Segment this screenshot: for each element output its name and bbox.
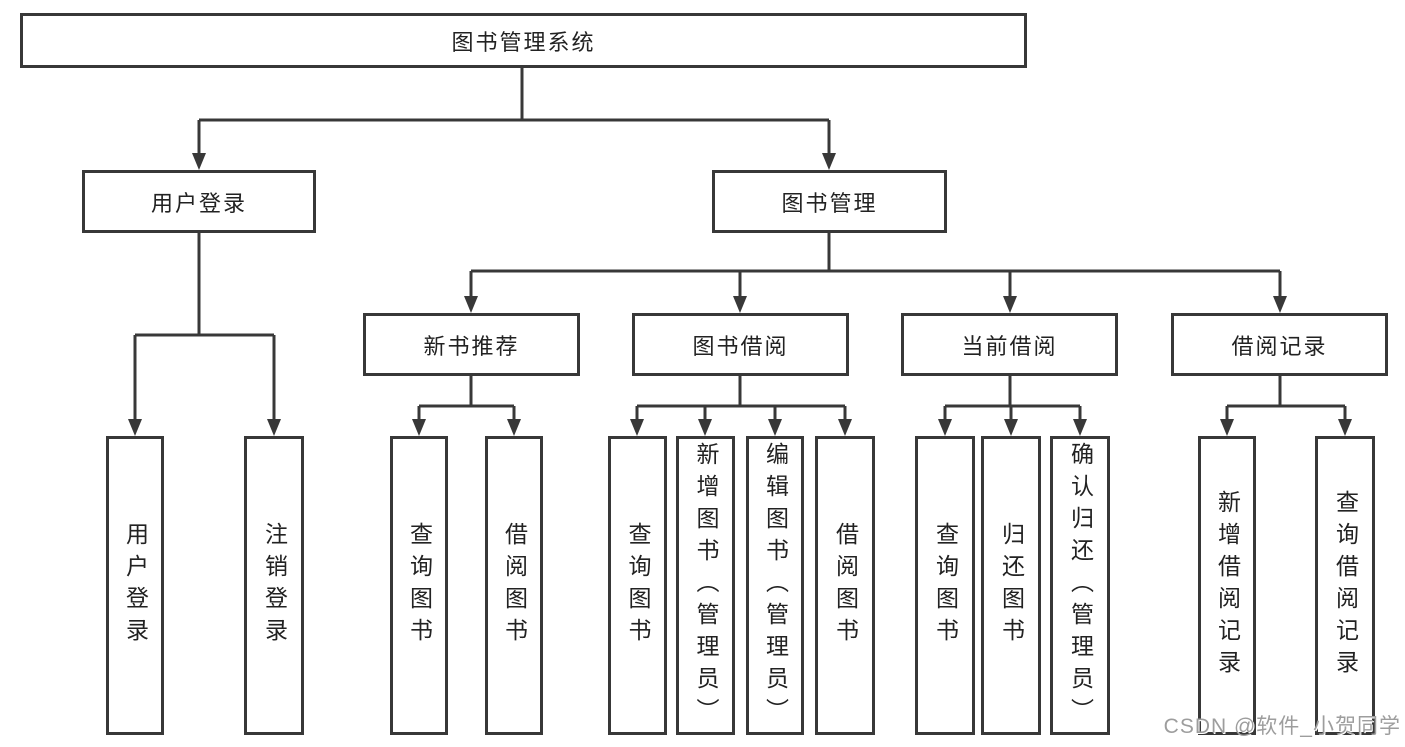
node-new-book-recommendation: 新书推荐 <box>363 313 580 376</box>
connector-records-to-leaves <box>1225 376 1347 428</box>
connector-mgmt-to-level2 <box>469 233 1282 305</box>
leaf-query-books: 查询图书 <box>608 436 667 735</box>
arrowhead <box>128 419 142 436</box>
csdn-watermark: CSDN @软件_小贺同学 <box>1163 715 1401 738</box>
arrowhead <box>267 419 281 436</box>
leaf-label: 查询图书 <box>932 521 959 650</box>
leaf-label: 注销登录 <box>261 521 288 650</box>
arrowhead <box>768 419 782 436</box>
node-current-borrowing: 当前借阅 <box>901 313 1118 376</box>
arrowhead <box>192 153 206 170</box>
arrowhead <box>938 419 952 436</box>
leaf-label: 编辑图书（管理员） <box>762 441 789 730</box>
leaf-add-borrow-record: 新增借阅记录 <box>1198 436 1256 735</box>
node-user-login: 用户登录 <box>82 170 316 233</box>
leaf-return-book: 归还图书 <box>981 436 1041 735</box>
leaf-label: 归还图书 <box>998 521 1025 650</box>
leaf-add-book-admin: 新增图书（管理员） <box>676 436 735 735</box>
arrowhead <box>1338 419 1352 436</box>
arrowhead <box>1273 296 1287 313</box>
leaf-label: 查询借阅记录 <box>1332 489 1359 682</box>
leaf-label: 借阅图书 <box>501 521 528 650</box>
node-book-management: 图书管理 <box>712 170 947 233</box>
leaf-query-borrow-record: 查询借阅记录 <box>1315 436 1375 735</box>
arrowhead <box>1004 419 1018 436</box>
arrowhead <box>838 419 852 436</box>
leaf-label: 新增图书（管理员） <box>693 441 719 730</box>
leaf-borrow-books: 借阅图书 <box>815 436 875 735</box>
leaf-borrow-books: 借阅图书 <box>485 436 543 735</box>
connector-borrowing-to-leaves <box>635 376 847 428</box>
arrowhead <box>1073 419 1087 436</box>
arrowhead <box>630 419 644 436</box>
leaf-edit-book-admin: 编辑图书（管理员） <box>746 436 804 735</box>
connector-root-to-level1 <box>197 68 831 162</box>
connector-login-to-leaves <box>133 233 276 428</box>
connector-newbook-to-leaves <box>417 376 516 428</box>
node-library-management-system: 图书管理系统 <box>20 13 1027 68</box>
leaf-confirm-return-admin: 确认归还（管理员） <box>1050 436 1110 735</box>
node-book-borrowing: 图书借阅 <box>632 313 849 376</box>
leaf-label: 确认归还（管理员） <box>1067 441 1094 730</box>
leaf-label: 新增借阅记录 <box>1214 489 1241 682</box>
leaf-label: 借阅图书 <box>832 521 859 650</box>
leaf-label: 查询图书 <box>406 521 433 650</box>
leaf-logout: 注销登录 <box>244 436 304 735</box>
arrowhead <box>1220 419 1234 436</box>
arrowhead <box>412 419 426 436</box>
arrowhead <box>1003 296 1017 313</box>
arrowhead <box>698 419 712 436</box>
leaf-query-books: 查询图书 <box>915 436 975 735</box>
arrowhead <box>733 296 747 313</box>
connector-current-to-leaves <box>943 376 1082 428</box>
leaf-query-books: 查询图书 <box>390 436 448 735</box>
arrowhead <box>822 153 836 170</box>
leaf-user-login: 用户登录 <box>106 436 164 735</box>
leaf-label: 查询图书 <box>625 521 651 650</box>
leaf-label: 用户登录 <box>122 521 149 650</box>
node-borrowing-records: 借阅记录 <box>1171 313 1388 376</box>
arrowheads <box>128 153 1352 436</box>
arrowhead <box>507 419 521 436</box>
arrowhead <box>464 296 478 313</box>
